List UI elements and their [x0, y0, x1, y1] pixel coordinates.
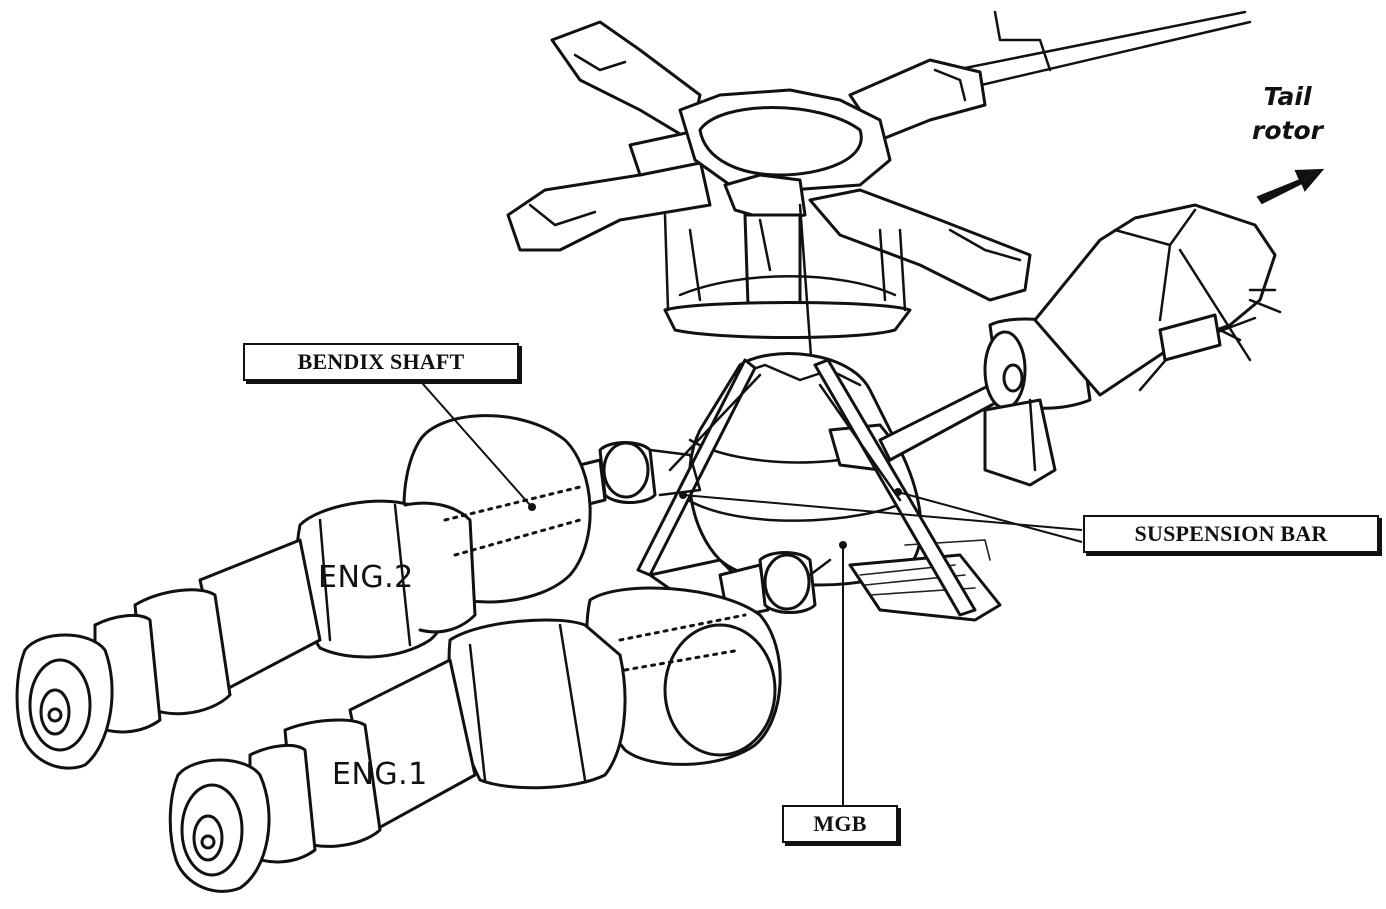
mgb-callout: MGB — [782, 805, 898, 843]
leader-lines — [414, 374, 1083, 805]
suspension-bar-label: SUSPENSION BAR — [1134, 521, 1328, 546]
tail-rotor-arrow-icon — [1256, 168, 1325, 205]
suspension-bar-leader-right — [897, 491, 1083, 543]
bendix-shaft-callout: BENDIX SHAFT — [243, 343, 519, 381]
bendix-shaft-label: BENDIX SHAFT — [297, 349, 465, 374]
tail-drive-shaft — [878, 203, 1282, 487]
tail-rotor-label: Tail rotor — [1240, 80, 1335, 148]
tail-rotor-label-line1: Tail — [1263, 82, 1312, 111]
mgb-label: MGB — [813, 811, 867, 836]
eng1-label: ENG.1 — [332, 757, 428, 792]
engine-2 — [15, 414, 702, 770]
tail-rotor-label-line2: rotor — [1252, 116, 1323, 145]
suspension-bar-point-left — [679, 491, 687, 499]
eng2-label: ENG.2 — [318, 560, 414, 595]
suspension-bar-callout: SUSPENSION BAR — [1083, 515, 1379, 553]
suspension-bar-point-right — [894, 488, 902, 496]
bendix-shaft-point — [528, 503, 536, 511]
engine-1 — [168, 551, 832, 893]
mgb-point — [839, 541, 847, 549]
bendix-shaft-leader — [414, 374, 531, 506]
main-rotor-head — [506, 10, 1252, 372]
